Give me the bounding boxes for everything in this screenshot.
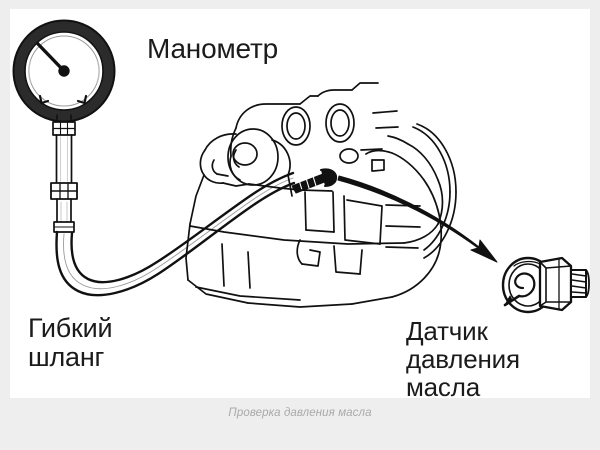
label-oil-pressure-sensor: Датчик давления масла bbox=[406, 316, 520, 398]
engine-block-graphic bbox=[185, 82, 457, 308]
pointer-arrow-graphic bbox=[337, 175, 498, 263]
flexible-hose-graphic bbox=[55, 168, 338, 297]
label-manometer: Манометр bbox=[147, 33, 278, 64]
oil-pressure-sensor-graphic bbox=[501, 256, 590, 314]
pressure-gauge-graphic bbox=[12, 19, 116, 233]
hose-end-fitting bbox=[291, 168, 338, 194]
illustration-canvas: Манометр Гибкий шланг Датчик давления ма… bbox=[10, 9, 590, 398]
label-flexible-hose: Гибкий шланг bbox=[28, 313, 113, 373]
caption-bar: Проверка давления масла R MONT AVTOVAZ.R… bbox=[0, 398, 600, 450]
figure-caption: Проверка давления масла bbox=[228, 407, 372, 419]
oil-pressure-check-diagram bbox=[10, 9, 590, 398]
